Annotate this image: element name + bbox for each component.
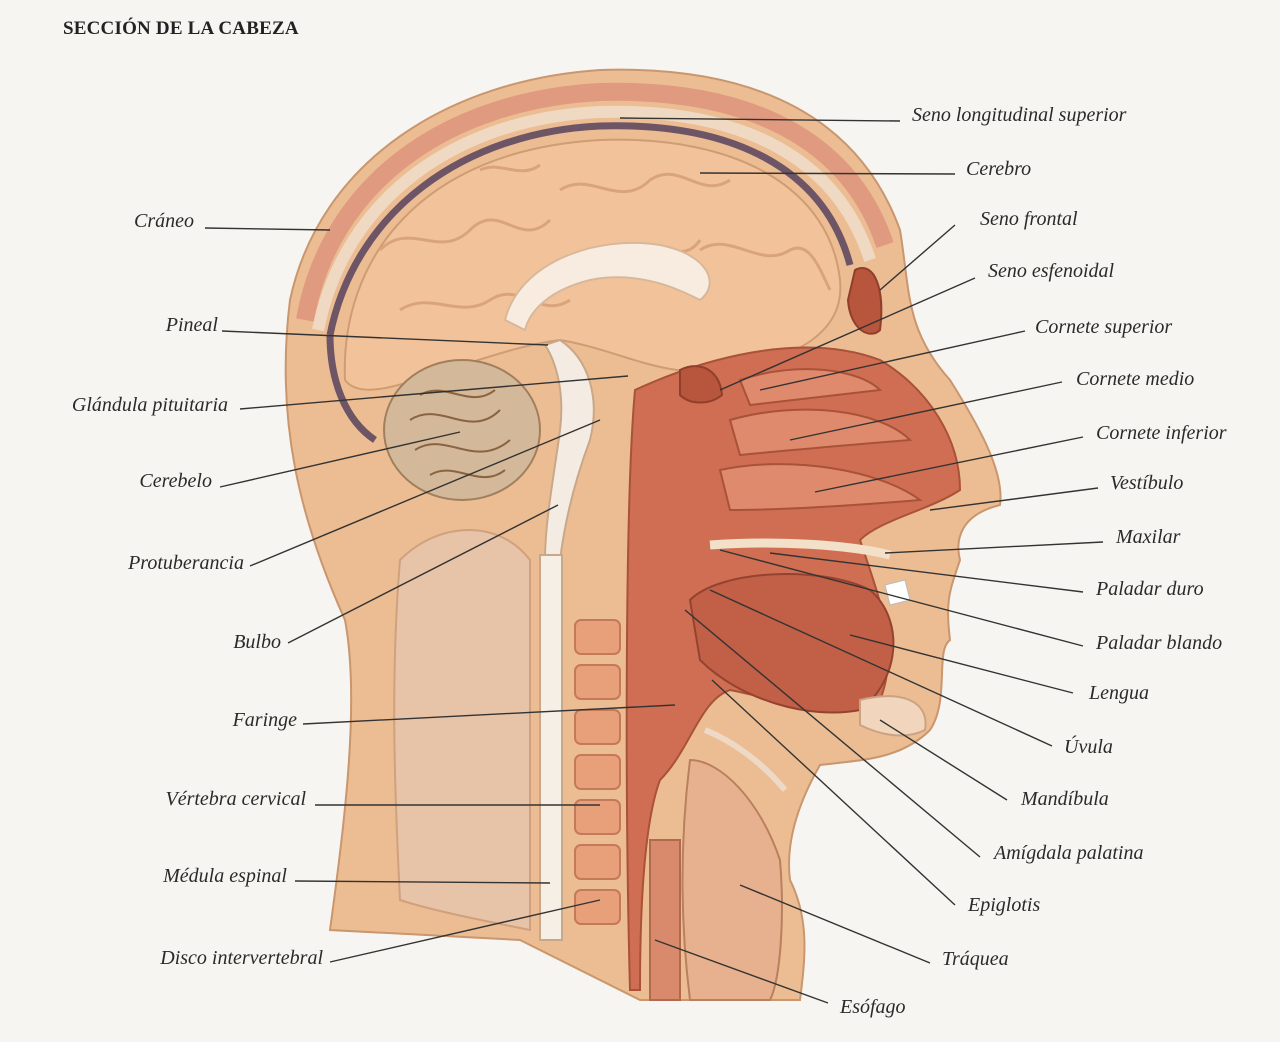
label-pineal: Pineal: [165, 314, 218, 336]
frontal-sinus: [846, 267, 883, 335]
skull: [312, 105, 876, 332]
scalp-layer: [296, 82, 894, 322]
neck-muscles: [393, 529, 531, 932]
leader-seno-esfenoidal: [719, 277, 976, 391]
label-cornete-medio: Cornete medio: [1076, 368, 1195, 390]
leader-craneo: [204, 227, 331, 231]
label-vestibulo: Vestíbulo: [1110, 472, 1184, 494]
leader-medula: [294, 880, 551, 884]
spinal-cord: [539, 554, 563, 941]
leader-epiglotis: [711, 679, 956, 906]
label-faringe: Faringe: [232, 709, 297, 731]
cerebellum-folia: [409, 389, 511, 479]
leader-cornete-superior: [759, 330, 1026, 391]
label-cerebro: Cerebro: [966, 158, 1032, 180]
label-paladar-blando: Paladar blando: [1096, 632, 1223, 654]
label-cornete-superior: Cornete superior: [1035, 316, 1173, 338]
corpus-callosum: [503, 241, 711, 332]
hard-palate: [709, 538, 892, 560]
label-medula: Médula espinal: [163, 865, 287, 887]
epiglottis: [703, 727, 788, 792]
leader-esofago: [654, 939, 829, 1004]
label-mandibula: Mandíbula: [1021, 788, 1109, 810]
leader-disco: [329, 899, 601, 963]
leader-amigdala: [684, 609, 981, 858]
dura-sinus: [326, 122, 854, 336]
tongue: [688, 573, 895, 714]
label-cornete-inferior: Cornete inferior: [1096, 422, 1227, 444]
turbinates: [718, 368, 923, 512]
mandible: [859, 695, 927, 737]
label-uvula: Úvula: [1064, 736, 1113, 758]
label-lengua: Lengua: [1089, 682, 1149, 704]
label-craneo: Cráneo: [134, 210, 194, 232]
label-seno-esfenoidal: Seno esfenoidal: [988, 260, 1115, 282]
leader-pineal: [221, 330, 549, 346]
leader-cornete-inferior: [814, 436, 1084, 493]
label-epiglotis: Epiglotis: [968, 894, 1041, 916]
leader-glandula: [239, 375, 629, 410]
teeth: [884, 579, 911, 606]
label-seno-longitudinal: Seno longitudinal superior: [912, 104, 1127, 126]
leader-mandibula: [879, 719, 1008, 801]
label-maxilar: Maxilar: [1116, 526, 1181, 548]
leader-bulbo: [287, 504, 559, 644]
sphenoid-sinus: [679, 365, 724, 404]
label-esofago: Esófago: [840, 996, 906, 1018]
leader-seno-longitudinal: [619, 117, 901, 122]
vertebrae: [574, 619, 621, 925]
label-bulbo: Bulbo: [233, 631, 281, 653]
cerebellum: [383, 359, 541, 501]
leader-paladar-duro: [769, 552, 1084, 593]
leader-vestibulo: [929, 487, 1099, 511]
leader-maxilar: [884, 541, 1104, 554]
leader-lines: [204, 117, 1104, 1004]
esophagus: [649, 839, 681, 1001]
page-title: SECCIÓN DE LA CABEZA: [63, 18, 299, 39]
leader-traquea: [739, 884, 931, 964]
label-amigdala: Amígdala palatina: [994, 842, 1144, 864]
label-glandula: Glándula pituitaria: [71, 394, 228, 416]
dura-lower: [326, 334, 378, 443]
leader-faringe: [302, 704, 676, 725]
leader-lengua: [849, 634, 1074, 694]
leader-uvula: [709, 589, 1053, 747]
leader-cerebro: [699, 172, 956, 175]
leader-cerebelo: [219, 431, 461, 488]
leader-paladar-blando: [719, 549, 1084, 647]
label-paladar-duro: Paladar duro: [1096, 578, 1204, 600]
label-vertebra: Vértebra cervical: [165, 788, 307, 810]
leader-protuberancia: [249, 419, 601, 567]
label-disco: Disco intervertebral: [160, 947, 323, 969]
leader-seno-frontal: [879, 224, 956, 291]
label-protuberancia: Protuberancia: [128, 552, 244, 574]
leader-cornete-medio: [789, 381, 1063, 441]
label-seno-frontal: Seno frontal: [980, 208, 1078, 230]
brain-gyri: [378, 163, 832, 312]
label-traquea: Tráquea: [942, 948, 1009, 970]
larynx-trachea: [681, 758, 783, 1001]
label-cerebelo: Cerebelo: [139, 470, 212, 492]
